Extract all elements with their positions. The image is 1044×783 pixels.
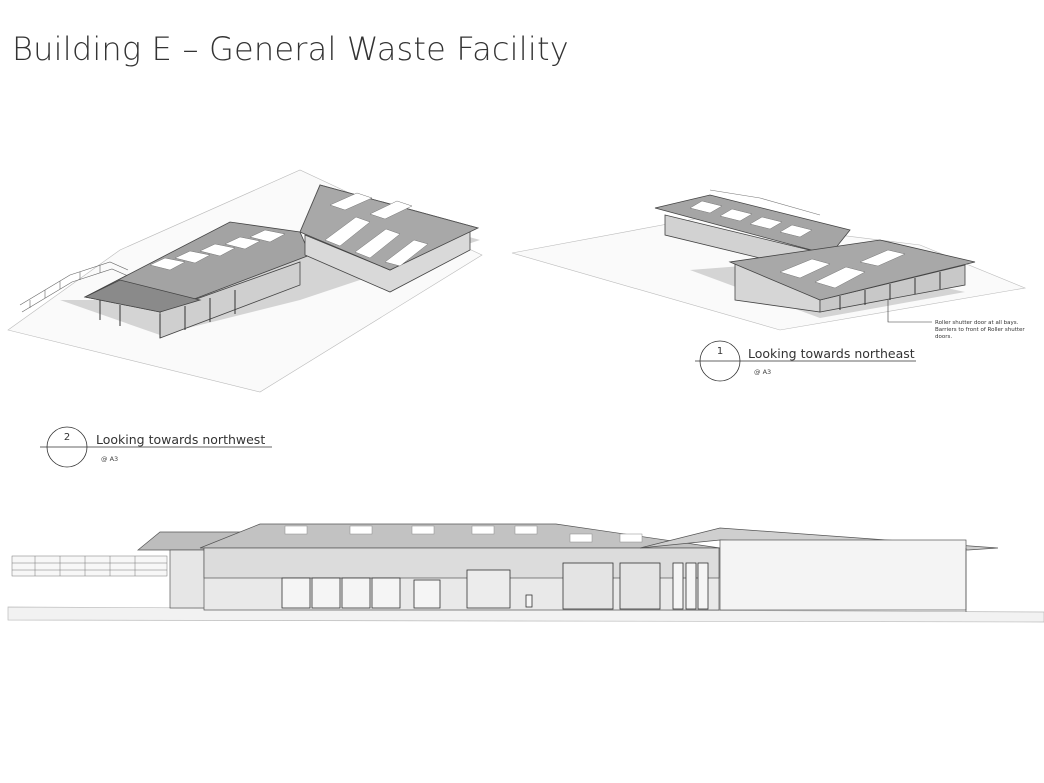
roller-door-annotation: Roller shutter door at all bays. Barrier… <box>935 320 1025 340</box>
view-1-title: Looking towards northeast <box>748 346 915 361</box>
rooftop-rail <box>709 189 821 216</box>
fence-structure <box>19 261 129 313</box>
view-1-scale: @ A3 <box>754 368 772 376</box>
left-annex-wall <box>169 549 206 609</box>
skylights-back-wing <box>689 200 813 238</box>
skylights-front-wing <box>779 249 906 289</box>
view-marker-2 <box>40 426 272 468</box>
view-2-number: 2 <box>63 432 71 443</box>
annotation-leader <box>887 300 932 323</box>
building-elevation <box>7 523 1044 623</box>
isometric-view-northwest <box>7 169 483 393</box>
roller-door-bays <box>839 272 941 310</box>
long-wing-roof-front <box>83 279 202 313</box>
view-2-title: Looking towards northwest <box>96 432 266 447</box>
view-2-scale: @ A3 <box>101 455 119 463</box>
slide-title: Building E – General Waste Facility <box>12 30 569 68</box>
elevation-skylights <box>284 525 643 543</box>
facade-doors <box>281 562 709 610</box>
right-shed-wall <box>719 539 967 611</box>
skylights-main-block <box>324 192 429 267</box>
view-1-number: 1 <box>716 346 724 357</box>
isometric-view-northeast <box>511 189 1027 331</box>
view-marker-1 <box>695 340 916 382</box>
skylights-long-wing <box>149 229 286 271</box>
elevation-fence <box>11 555 168 577</box>
support-columns <box>99 290 236 338</box>
